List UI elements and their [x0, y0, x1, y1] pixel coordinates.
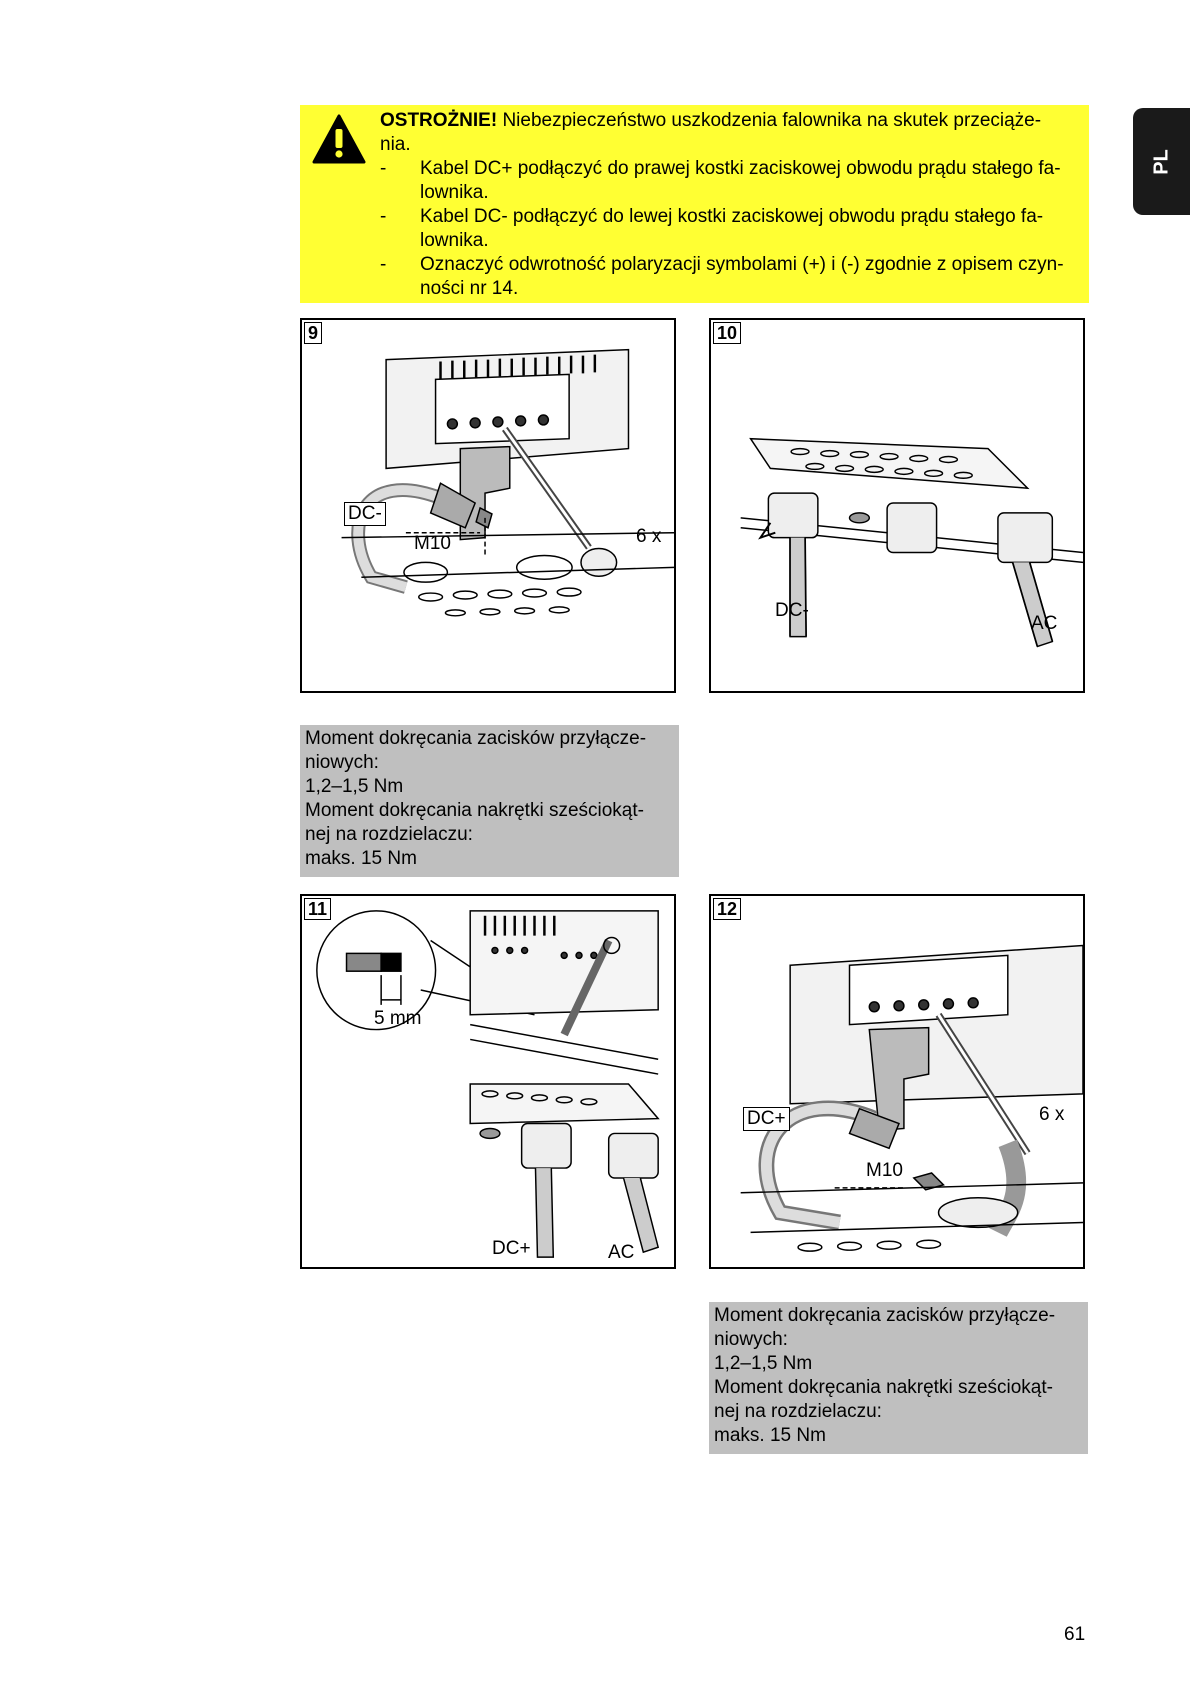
page-number: 61 — [1064, 1624, 1086, 1645]
dc-minus-label: DC- — [344, 502, 386, 526]
torque-note: Moment dokręcania zacisków przyłącze- ni… — [709, 1302, 1088, 1454]
language-tab: PL — [1133, 108, 1190, 215]
caution-box: OSTROŻNIE! Niebezpieczeństwo uszkodzenia… — [300, 105, 1089, 303]
figure-12: 12 DC+ M10 6 x — [709, 894, 1085, 1269]
dc-plus-terminal-illustration — [740, 944, 1083, 1252]
m10-label: M10 — [866, 1160, 903, 1181]
cable-entry-illustration — [740, 437, 1083, 648]
repeat-count-label: 6 x — [1039, 1104, 1065, 1125]
ac-label: AC — [1031, 613, 1058, 634]
caution-item: -Kabel DC- podłączyć do lewej kostki zac… — [380, 206, 1044, 251]
figure-number: 12 — [713, 898, 742, 920]
ac-label: AC — [608, 1242, 635, 1263]
language-tab-label: PL — [1150, 148, 1172, 175]
caution-text: OSTROŻNIE! Niebezpieczeństwo uszkodzenia… — [380, 109, 1082, 301]
m10-label: M10 — [414, 533, 451, 554]
strip-length-label: 5 mm — [374, 1008, 422, 1029]
warning-triangle-icon — [312, 114, 366, 164]
caution-intro: Niebezpieczeństwo uszkodzenia falownika … — [497, 110, 1042, 131]
figure-10: 10 DC- AC — [709, 318, 1085, 693]
figure-11: 11 5 mm DC+ AC — [300, 894, 676, 1269]
figure-number: 11 — [304, 898, 332, 920]
dc-minus-label: DC- — [775, 600, 809, 621]
dc-plus-label: DC+ — [743, 1107, 790, 1131]
dc-plus-cable-illustration — [316, 910, 660, 1258]
figure-number: 9 — [304, 322, 323, 344]
figure-number: 10 — [713, 322, 742, 344]
caution-heading: OSTROŻNIE! Niebezpieczeństwo uszkodzenia… — [380, 109, 1082, 133]
figure-9: 9 DC- M10 6 x — [300, 318, 676, 693]
caution-list: -Kabel DC+ podłączyć do prawej kostki za… — [380, 157, 1082, 301]
caution-item: -Oznaczyć odwrotność polaryzacji symbola… — [380, 254, 1064, 299]
caution-title: OSTROŻNIE! — [380, 110, 498, 131]
caution-intro-cont: nia. — [380, 134, 411, 155]
repeat-count-label: 6 x — [636, 526, 662, 547]
dc-plus-label: DC+ — [492, 1238, 531, 1259]
caution-item: -Kabel DC+ podłączyć do prawej kostki za… — [380, 158, 1061, 203]
torque-note: Moment dokręcania zacisków przyłącze- ni… — [300, 725, 679, 877]
